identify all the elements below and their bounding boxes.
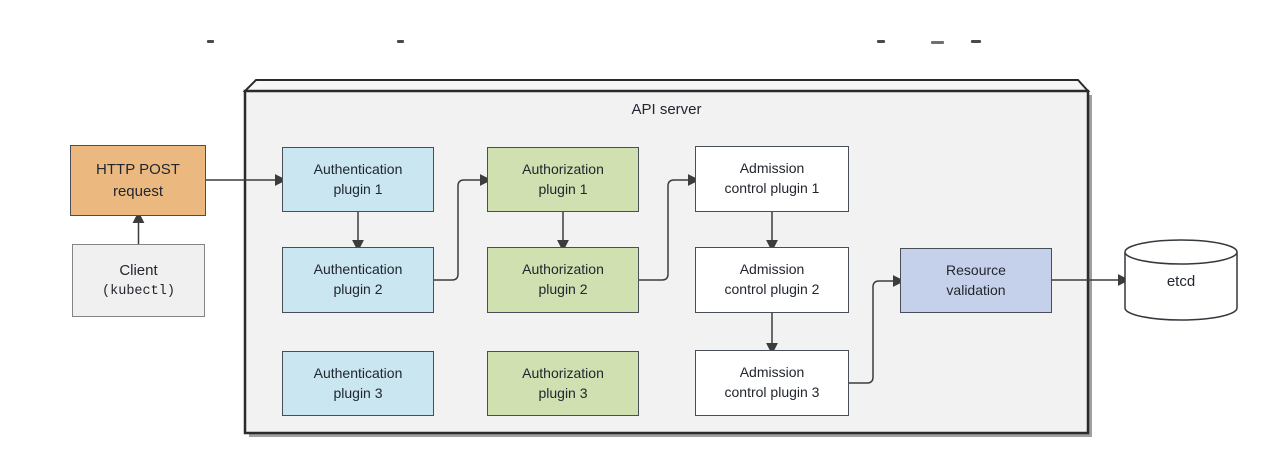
authorization-plugin-2-line1: Authorization (522, 261, 604, 278)
http-post-request-label-line2: request (112, 182, 164, 200)
client-kubectl-label: (kubectl) (102, 283, 175, 299)
resource-validation-line2: validation (946, 281, 1006, 298)
authorization-plugin-3-line1: Authorization (522, 364, 604, 381)
admission-control-plugin-3-node: Admission control plugin 3 (695, 350, 849, 416)
http-post-request-label-line1: HTTP POST (96, 161, 180, 179)
arrow-authorization-2-to-admission-1 (639, 174, 700, 281)
admission-control-plugin-3-line2: control plugin 3 (724, 384, 820, 400)
admission-control-plugin-2-line2: control plugin 2 (724, 281, 820, 297)
authentication-plugin-3-node: Authentication plugin 3 (282, 351, 434, 416)
arrow-authentication-2-to-authorization-1 (434, 174, 492, 281)
api-server-title: API server (631, 101, 702, 118)
cropped-text-fragment (207, 40, 214, 43)
etcd-label: etcd (1166, 272, 1196, 290)
arrow-admission-3-to-resource-validation (849, 275, 905, 384)
authentication-plugin-1-line2: plugin 1 (333, 180, 383, 197)
cropped-text-fragment (971, 40, 981, 43)
authentication-plugin-2-node: Authentication plugin 2 (282, 247, 434, 313)
admission-control-plugin-1-line2: control plugin 1 (724, 180, 820, 196)
admission-control-plugin-2-node: Admission control plugin 2 (695, 247, 849, 313)
cropped-text-fragment (877, 40, 885, 43)
etcd-cylinder-body (1124, 252, 1238, 321)
cropped-text-fragment (931, 41, 944, 44)
cropped-text-fragment (397, 40, 404, 43)
admission-control-plugin-1-node: Admission control plugin 1 (695, 146, 849, 212)
authentication-plugin-3-line1: Authentication (313, 364, 403, 381)
api-server-top-face (242, 79, 1091, 92)
resource-validation-line1: Resource (946, 261, 1006, 278)
http-post-request-node: HTTP POST request (70, 145, 206, 216)
resource-validation-node: Resource validation (900, 248, 1052, 313)
authorization-plugin-1-node: Authorization plugin 1 (487, 147, 639, 212)
client-node: Client (kubectl) (72, 244, 205, 317)
admission-control-plugin-1-line1: Admission (739, 160, 805, 177)
authentication-plugin-1-line1: Authentication (313, 160, 403, 177)
authentication-plugin-1-node: Authentication plugin 1 (282, 147, 434, 212)
authorization-plugin-1-line2: plugin 1 (538, 180, 588, 197)
authorization-plugin-1-line1: Authorization (522, 160, 604, 177)
admission-control-plugin-3-line1: Admission (739, 364, 805, 381)
client-label: Client (119, 262, 158, 280)
etcd-cylinder-top (1124, 239, 1238, 265)
authorization-plugin-3-line2: plugin 3 (538, 384, 588, 401)
authorization-plugin-2-node: Authorization plugin 2 (487, 247, 639, 313)
authentication-plugin-3-line2: plugin 3 (333, 384, 383, 401)
admission-control-plugin-2-line1: Admission (739, 261, 805, 278)
authentication-plugin-2-line1: Authentication (313, 261, 403, 278)
authentication-plugin-2-line2: plugin 2 (333, 281, 383, 297)
authorization-plugin-2-line2: plugin 2 (538, 281, 588, 297)
authorization-plugin-3-node: Authorization plugin 3 (487, 351, 639, 416)
